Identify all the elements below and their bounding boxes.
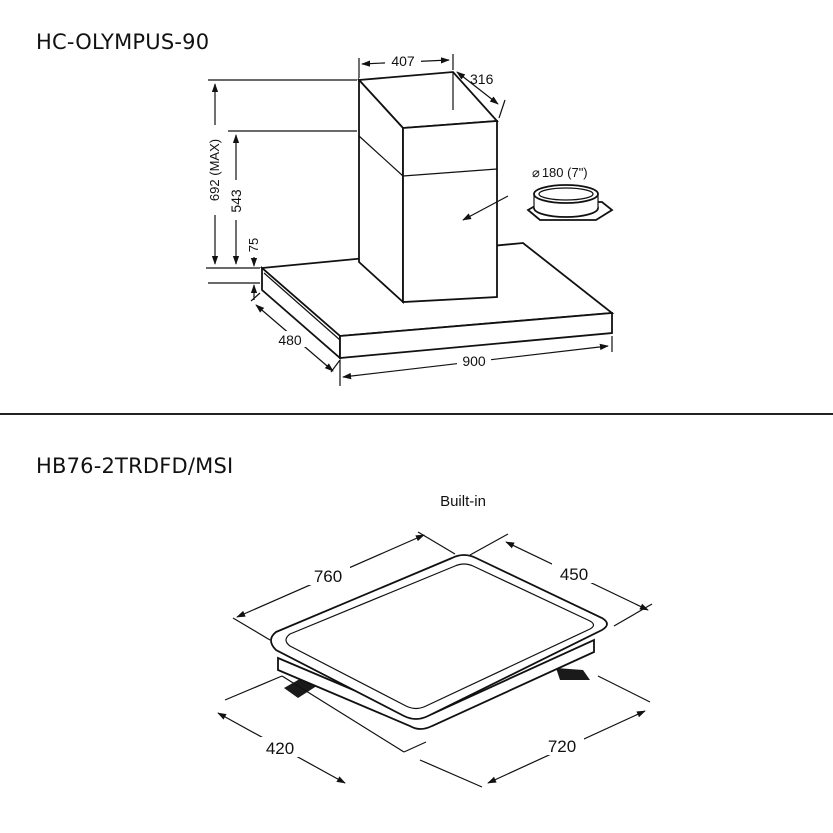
duct-collar bbox=[526, 184, 614, 221]
hood-drawing: ⌀180 (7") 407 316 692 (MAX) 543 75 480 bbox=[206, 53, 615, 386]
duct-dimension-label: ⌀180 (7") bbox=[532, 165, 588, 180]
chimney-depth-label: 316 bbox=[470, 71, 494, 87]
canopy-depth-label: 480 bbox=[278, 332, 302, 348]
min-height-label: 543 bbox=[228, 189, 244, 213]
install-type-label: Built-in bbox=[440, 493, 486, 510]
cutout-width-label: 720 bbox=[548, 737, 576, 756]
hood-model-title: HC-OLYMPUS-90 bbox=[36, 30, 210, 54]
cutout-depth-label: 420 bbox=[266, 739, 294, 758]
hood-chimney bbox=[357, 71, 499, 305]
canopy-width-label: 900 bbox=[462, 353, 486, 369]
hob-depth-label: 450 bbox=[560, 565, 588, 584]
chimney-width-label: 407 bbox=[391, 53, 415, 69]
section-divider bbox=[0, 413, 833, 415]
hob-model-title: HB76-2TRDFD/MSI bbox=[36, 454, 234, 478]
canopy-height-label: 75 bbox=[246, 238, 261, 252]
max-height-label: 692 (MAX) bbox=[207, 139, 222, 201]
diameter-symbol: ⌀ bbox=[532, 165, 540, 180]
duct-dimension-value: 180 (7") bbox=[542, 165, 588, 180]
hob-drawing: Built-in 760 450 420 720 bbox=[217, 493, 653, 788]
hob-width-label: 760 bbox=[314, 567, 342, 586]
